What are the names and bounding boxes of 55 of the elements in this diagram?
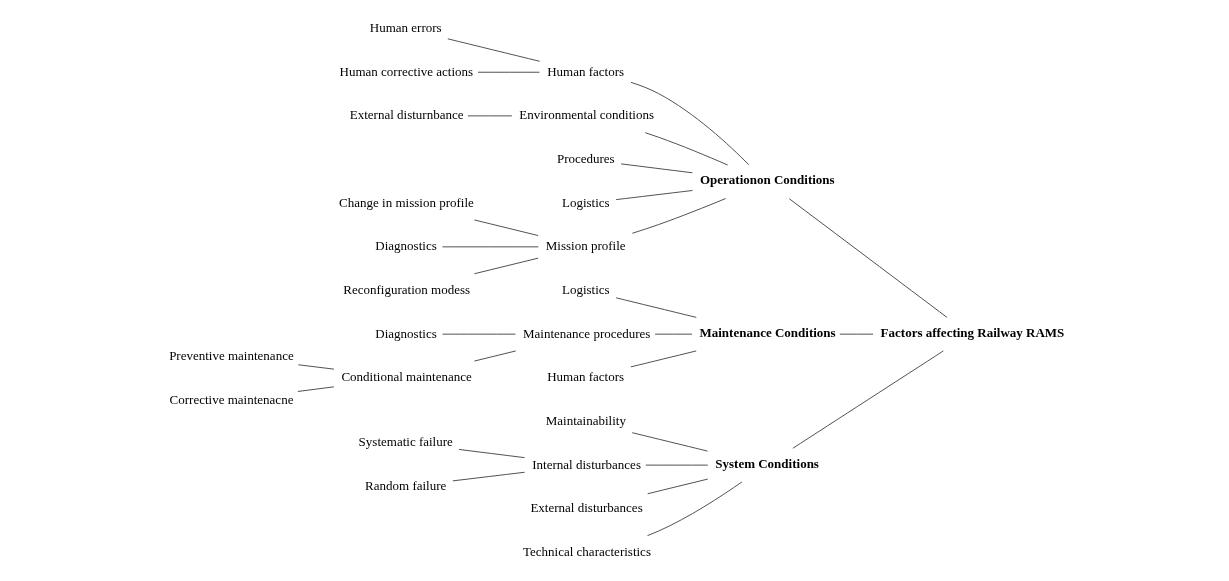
node-text: Human factors — [547, 369, 625, 385]
node-text: Systematic failure — [358, 434, 453, 450]
node-text: System Conditions — [715, 455, 819, 471]
node-text: Diagnostics — [375, 238, 437, 254]
node-text: Factors affecting Railway RAMS — [880, 324, 1065, 340]
node-text: Mission profile — [545, 238, 626, 254]
connector — [631, 432, 709, 452]
node-text: Maintenance Conditions — [699, 324, 836, 340]
connector — [788, 198, 948, 318]
node-text: Human corrective actions — [339, 63, 474, 79]
node-text: Random failure — [365, 477, 447, 493]
connector — [442, 246, 539, 248]
node-text: External disturnbance — [349, 107, 464, 123]
connector — [647, 478, 709, 495]
connector — [792, 350, 944, 449]
connector — [477, 71, 540, 73]
node-text: Operationon Conditions — [699, 172, 835, 188]
node-text: Human factors — [547, 63, 625, 79]
connector — [645, 464, 709, 466]
node-text: Maintainability — [545, 412, 626, 428]
connector — [630, 81, 750, 166]
connector — [644, 132, 729, 166]
node-text: Environmental conditions — [519, 107, 654, 123]
node-text: Corrective maintenacne — [169, 391, 294, 407]
connector — [473, 257, 539, 275]
connector — [467, 115, 513, 117]
node-text: External disturbances — [530, 500, 643, 516]
connector — [442, 333, 516, 335]
connector — [473, 350, 517, 362]
connector — [839, 333, 874, 335]
connector — [297, 386, 335, 392]
connector — [452, 471, 526, 482]
connector — [473, 219, 539, 236]
connector — [630, 350, 697, 368]
node-text: Logistics — [562, 194, 610, 210]
connector — [647, 481, 743, 537]
connector — [615, 297, 697, 318]
connector — [458, 449, 526, 459]
connector — [297, 364, 335, 370]
node-text: Logistics — [562, 281, 610, 297]
node-text: Human errors — [369, 20, 442, 36]
node-text: Technical characteristics — [523, 543, 651, 559]
connector — [615, 190, 693, 201]
node-text: Procedures — [556, 150, 615, 166]
node-text: Internal disturbances — [532, 456, 641, 472]
node-text: Diagnostics — [375, 325, 437, 341]
node-text: Conditional maintenance — [341, 369, 472, 385]
connector — [631, 198, 727, 234]
node-text: Change in mission profile — [339, 194, 474, 210]
connector — [654, 333, 693, 335]
connector — [447, 38, 541, 62]
node-text: Preventive maintenance — [169, 347, 294, 363]
connector — [620, 163, 693, 174]
node-text: Reconfiguration modess — [343, 281, 471, 297]
node-text: Maintenance procedures — [523, 325, 651, 341]
